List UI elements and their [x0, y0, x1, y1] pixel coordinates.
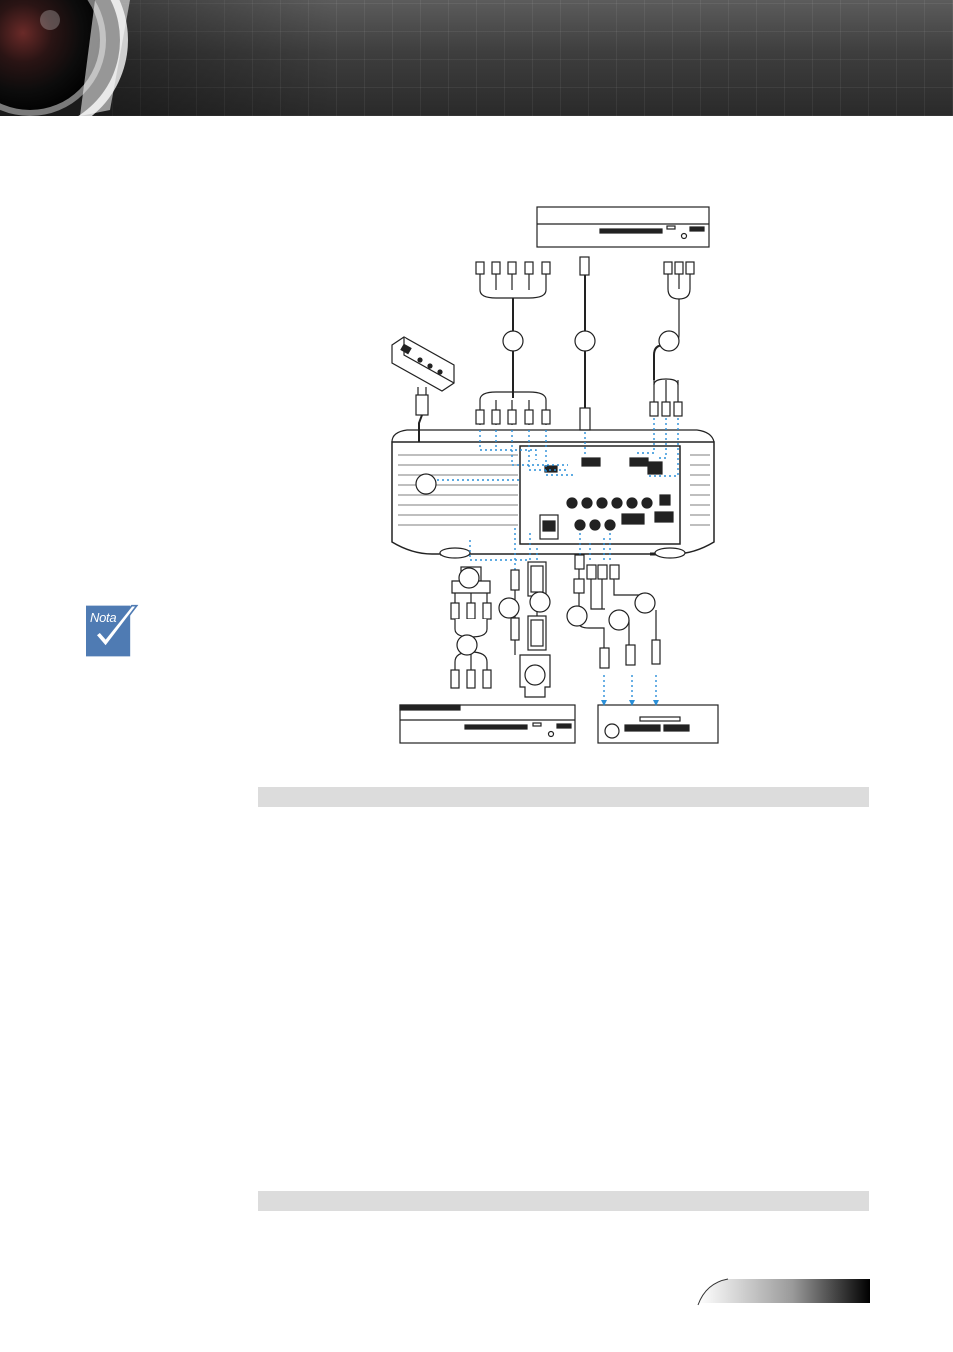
- callout-circle: [456, 634, 478, 656]
- top-dvd-player: [536, 206, 710, 248]
- audio-receiver: [597, 704, 719, 744]
- callout-circle: [608, 609, 630, 631]
- section-header-bar: [258, 787, 869, 807]
- callout-circle: [524, 664, 546, 686]
- callout-circle: [498, 597, 520, 619]
- section-header-bar: [258, 1191, 869, 1211]
- power-strip: [391, 336, 455, 392]
- footer-page-tab: [697, 1278, 870, 1306]
- arrow-icon: [601, 700, 607, 706]
- projector-lens-graphic: [0, 0, 130, 116]
- callout-circle: [502, 330, 524, 352]
- callout-circle: [634, 592, 656, 614]
- callout-circle: [415, 473, 437, 495]
- bottom-dvd-player: [399, 704, 576, 744]
- callout-circle: [566, 605, 588, 627]
- callout-circle: [458, 567, 480, 589]
- note-label: Nota: [90, 610, 117, 625]
- callout-circle: [574, 330, 596, 352]
- callout-circle: [529, 591, 551, 613]
- arrow-icon: [653, 700, 659, 706]
- callout-circle: [658, 330, 680, 352]
- connection-diagram: [391, 206, 719, 744]
- page-header-banner: [0, 0, 953, 116]
- arrow-icon: [629, 700, 635, 706]
- audio-out-cables: [573, 554, 661, 669]
- projector-body: [391, 429, 715, 559]
- note-check-icon: [86, 604, 139, 657]
